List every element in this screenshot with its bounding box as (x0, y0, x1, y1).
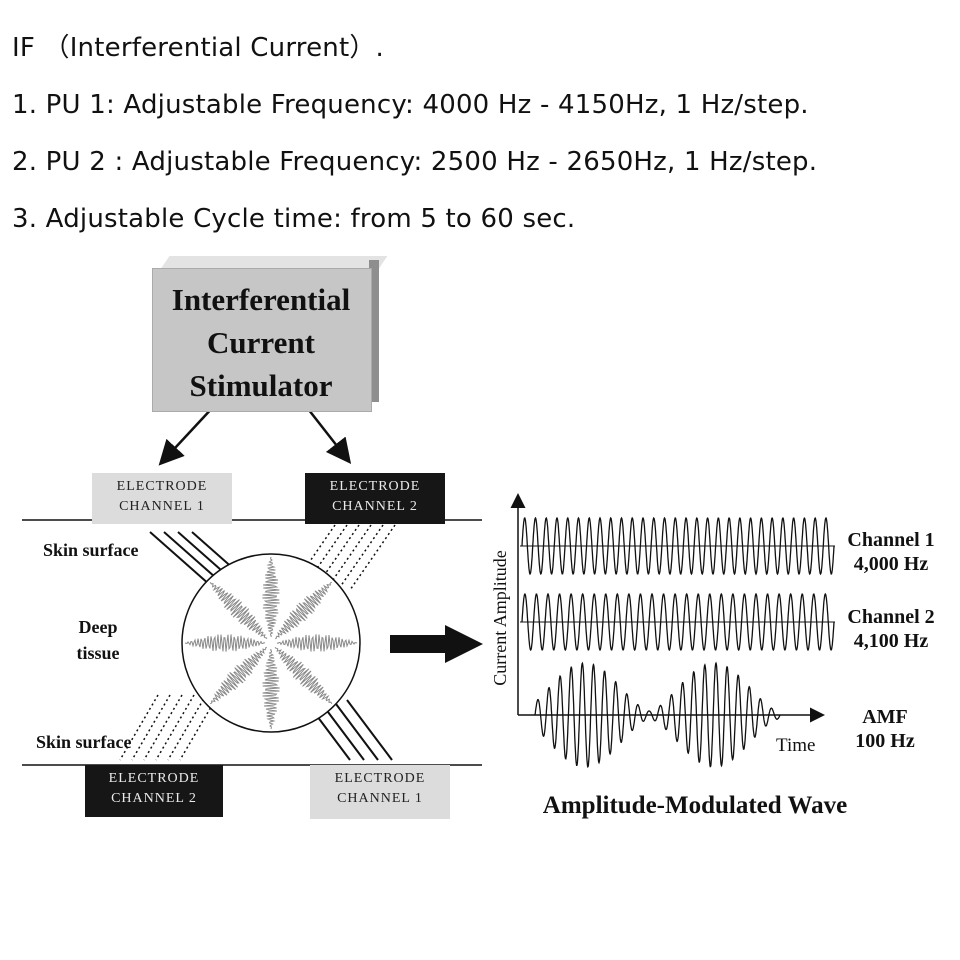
beam-line (149, 531, 211, 586)
beam-line (349, 524, 396, 591)
y-axis-label: Current Amplitude (490, 550, 510, 685)
amplitude-modulated-wave (534, 661, 781, 769)
interference-ray (184, 634, 266, 652)
channel-2-wave (521, 592, 835, 652)
stimulator-label: Interferential Current Stimulator (152, 278, 370, 407)
interference-pattern (184, 556, 358, 730)
interference-ray (209, 646, 268, 705)
spec-item-2: 2. PU 2 : Adjustable Frequency: 2500 Hz … (12, 147, 818, 177)
stimulator-line-2: Current (207, 325, 315, 360)
deep-tissue-line-2: tissue (76, 643, 120, 663)
beam-line (346, 699, 393, 761)
electrode-label: ELECTRODE (116, 479, 208, 494)
stimulator-line-1: Interferential (171, 282, 351, 317)
arrow-to-channel-2 (304, 404, 352, 464)
spec-item-1: 1. PU 1: Adjustable Frequency: 4000 Hz -… (12, 90, 809, 120)
spec-heading: IF （Interferential Current）. (12, 33, 385, 63)
channel-1-frequency: 4,000 Hz (853, 553, 929, 575)
electrode-channel: CHANNEL 1 (119, 499, 205, 514)
stimulator-line-3: Stimulator (189, 368, 333, 403)
skin-surface-top-label: Skin surface (43, 540, 139, 560)
interference-ray (262, 648, 280, 730)
interference-zone-circle (181, 553, 361, 733)
interference-ray (262, 556, 280, 638)
beam-line (337, 524, 384, 591)
electrode-top-channel-1: ELECTRODE CHANNEL 1 (92, 473, 232, 524)
stimulator-box-side (369, 260, 379, 402)
electrode-bottom-channel-1: ELECTRODE CHANNEL 1 (310, 765, 450, 819)
electrode-channel: CHANNEL 2 (111, 791, 197, 806)
spec-item-3: 3. Adjustable Cycle time: from 5 to 60 s… (12, 204, 576, 234)
arrow-to-channel-1 (158, 404, 216, 466)
beam-line (131, 694, 171, 761)
interference-ray (209, 581, 268, 640)
deep-tissue-label: Deep tissue (62, 614, 134, 666)
channel-1-label: Channel 1 4,000 Hz (837, 528, 945, 576)
channel-2-label: Channel 2 4,100 Hz (837, 605, 945, 653)
deep-tissue-line-1: Deep (78, 617, 118, 637)
interference-ray (274, 581, 333, 640)
skin-surface-bottom-label: Skin surface (36, 732, 132, 752)
interference-ray (276, 634, 358, 652)
x-axis-label: Time (776, 735, 816, 756)
electrode-bottom-channel-2: ELECTRODE CHANNEL 2 (85, 765, 223, 817)
channel-2-frequency: 4,100 Hz (853, 630, 929, 652)
amf-label: AMF 100 Hz (840, 705, 930, 753)
electrode-label: ELECTRODE (329, 479, 421, 494)
beam-line (143, 694, 183, 761)
stimulator-box (152, 268, 372, 412)
interference-ray (274, 646, 333, 705)
channel-2-name: Channel 2 (847, 606, 935, 628)
electrode-channel: CHANNEL 1 (337, 791, 423, 806)
electrode-label: ELECTRODE (108, 771, 200, 786)
beam-line (332, 699, 379, 761)
amf-name: AMF (862, 706, 908, 728)
wave-caption: Amplitude-Modulated Wave (542, 792, 848, 819)
channel-1-wave (521, 516, 835, 576)
electrode-top-channel-2: ELECTRODE CHANNEL 2 (305, 473, 445, 524)
channel-1-name: Channel 1 (847, 529, 935, 551)
result-arrow (390, 625, 483, 663)
beam-line (167, 694, 207, 761)
beam-line (155, 694, 195, 761)
electrode-label: ELECTRODE (334, 771, 426, 786)
electrode-channel: CHANNEL 2 (332, 499, 418, 514)
amf-frequency: 100 Hz (855, 730, 915, 752)
